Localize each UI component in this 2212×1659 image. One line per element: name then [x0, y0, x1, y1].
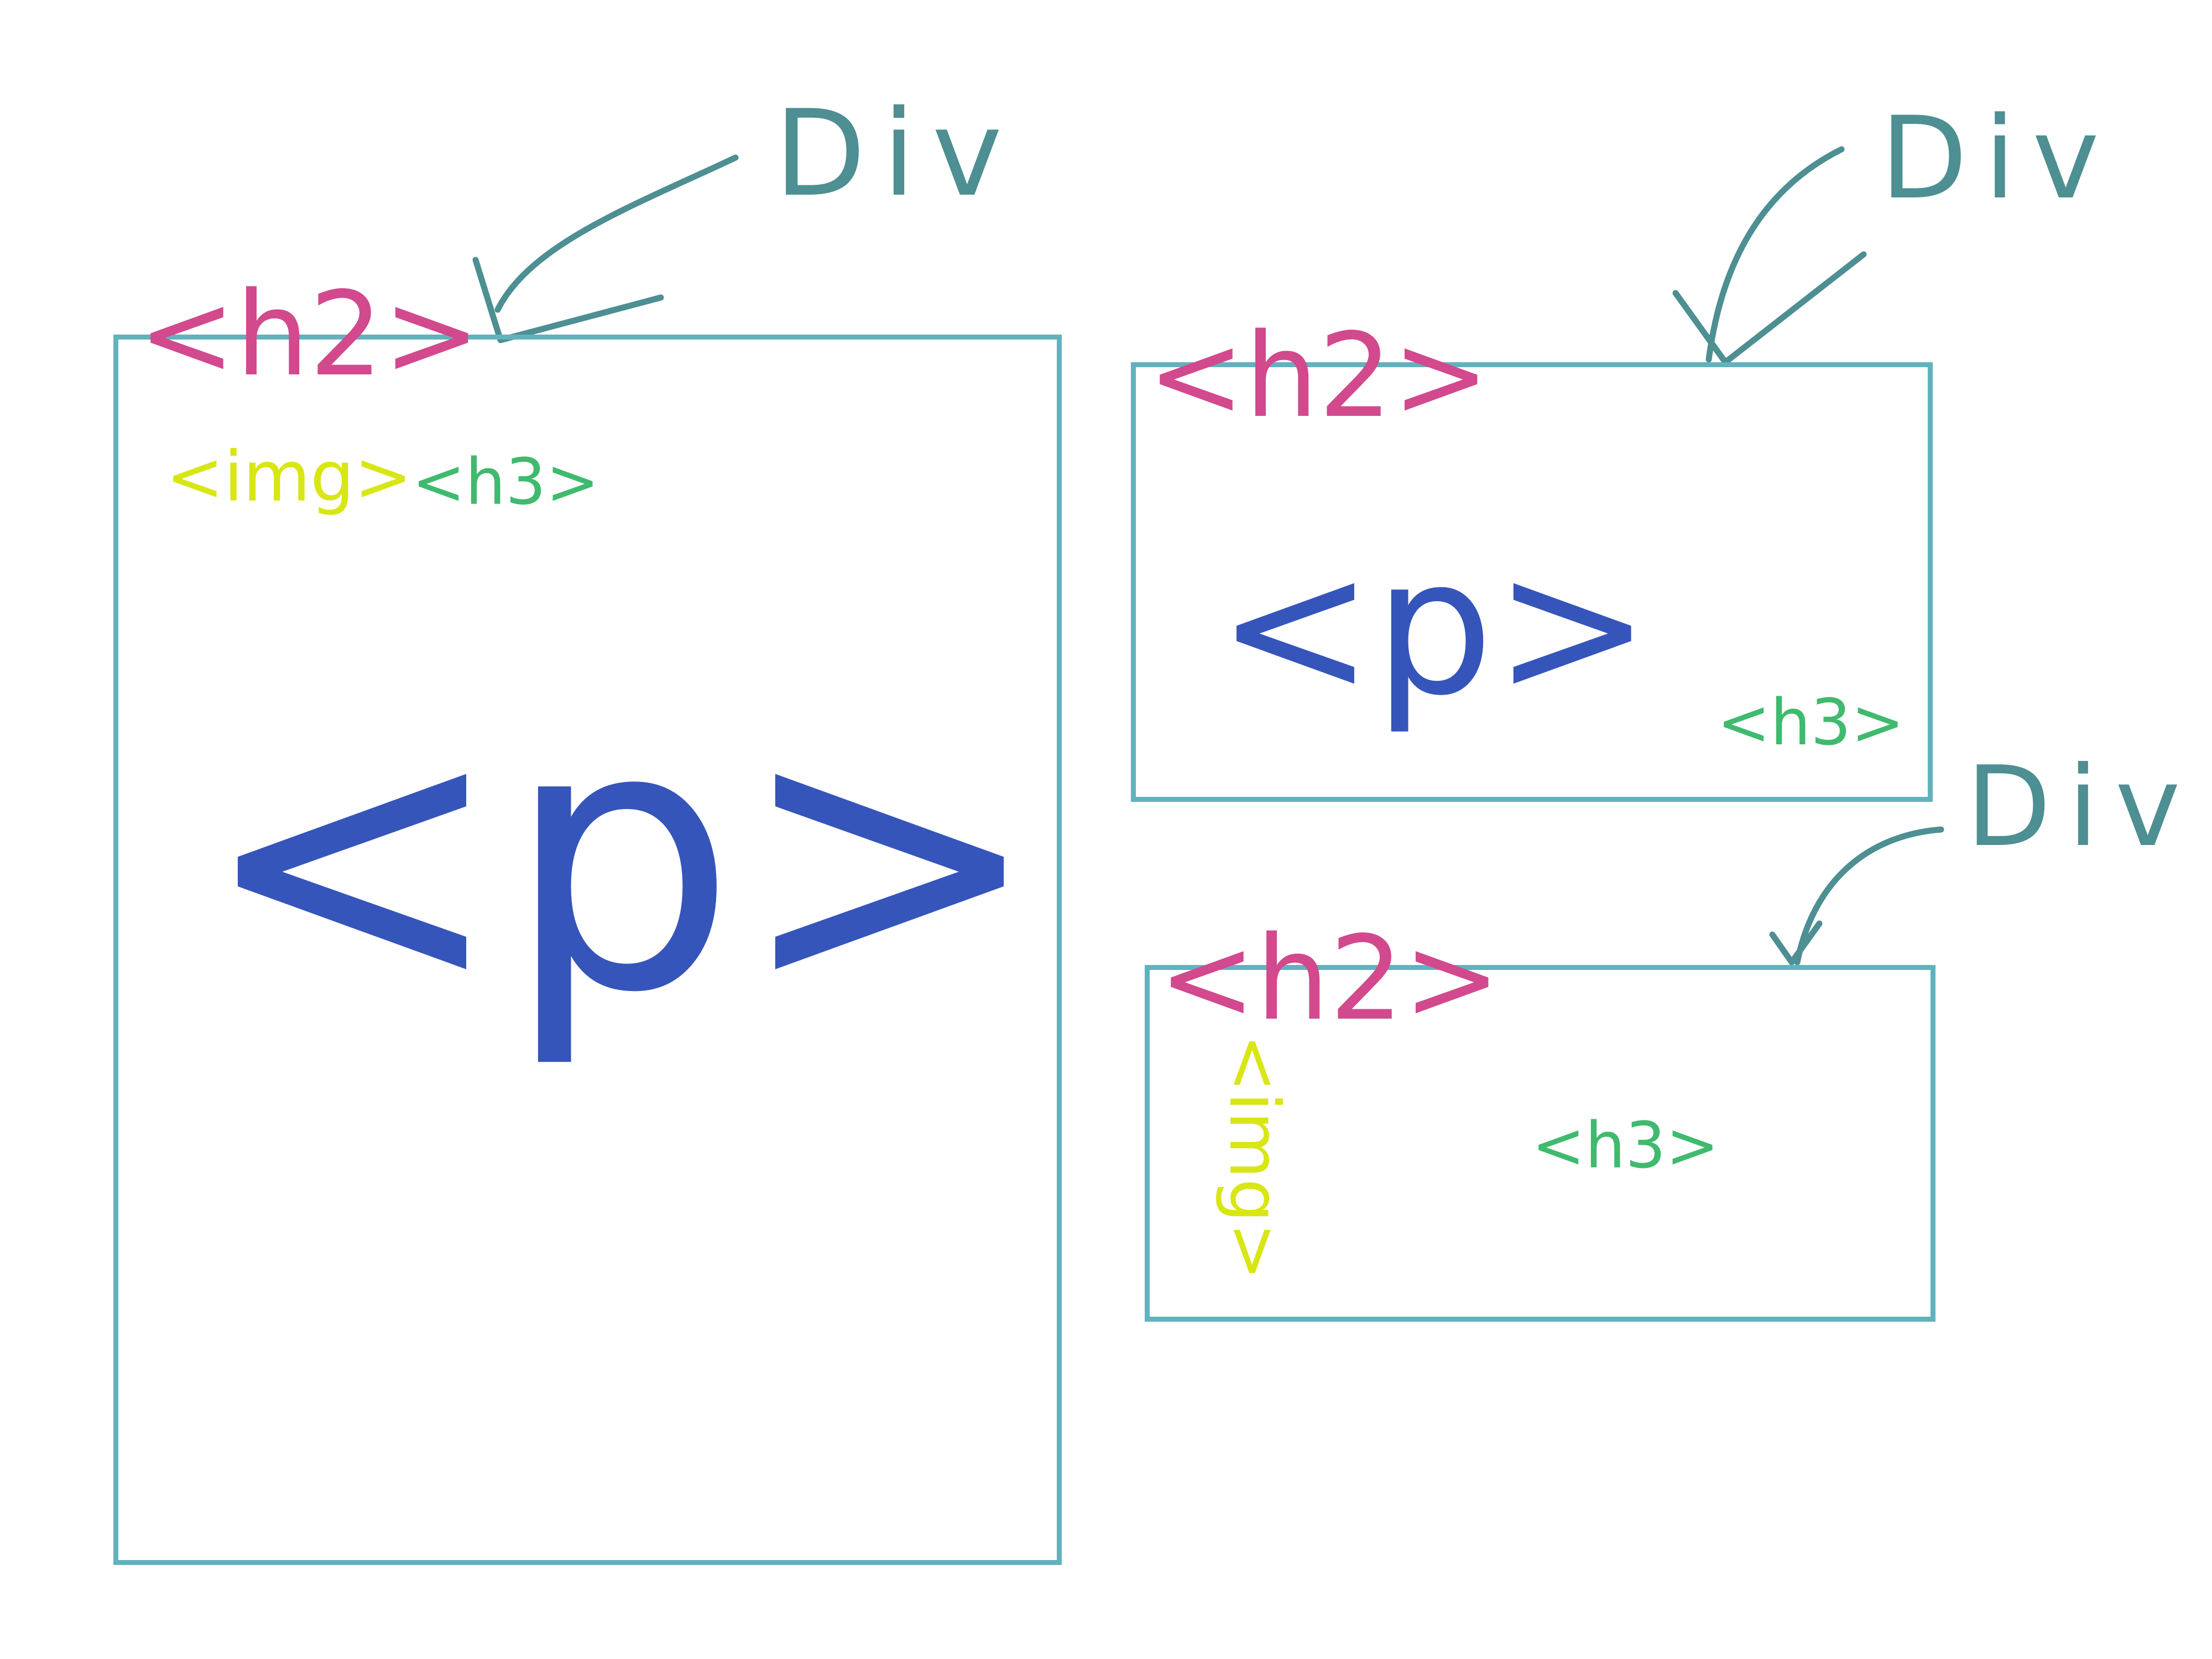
arrow-head-box-1 — [472, 257, 664, 343]
div-annotation-3: Div — [1966, 743, 2197, 872]
h2-label-box-3: <h2> — [1159, 911, 1501, 1046]
div-box-1 — [113, 335, 1062, 1565]
div-annotation-1: Div — [774, 84, 1019, 223]
arrow-head-box-2 — [1672, 251, 1867, 366]
h2-label-box-2: <h2> — [1147, 308, 1490, 444]
img-label-box-3: <img> — [1214, 1034, 1294, 1281]
p-label-box-1: <p> — [199, 647, 1042, 1072]
arrow-box-1 — [494, 154, 739, 313]
h3-label-box-2: <h3> — [1717, 686, 1905, 760]
div-box-2 — [1131, 362, 1933, 802]
arrow-box-3 — [1794, 826, 1944, 966]
h3-label-box-1: <h3> — [412, 445, 599, 519]
p-label-box-2: <p> — [1217, 518, 1651, 737]
div-box-3 — [1145, 965, 1936, 1322]
h3-label-box-3: <h3> — [1532, 1109, 1719, 1183]
arrow-box-2 — [1705, 146, 1845, 363]
div-annotation-2: Div — [1880, 93, 2116, 225]
img-label-box-1: <img> — [166, 437, 413, 517]
arrow-head-box-3 — [1769, 920, 1823, 966]
h2-label-box-1: <h2> — [138, 267, 481, 402]
